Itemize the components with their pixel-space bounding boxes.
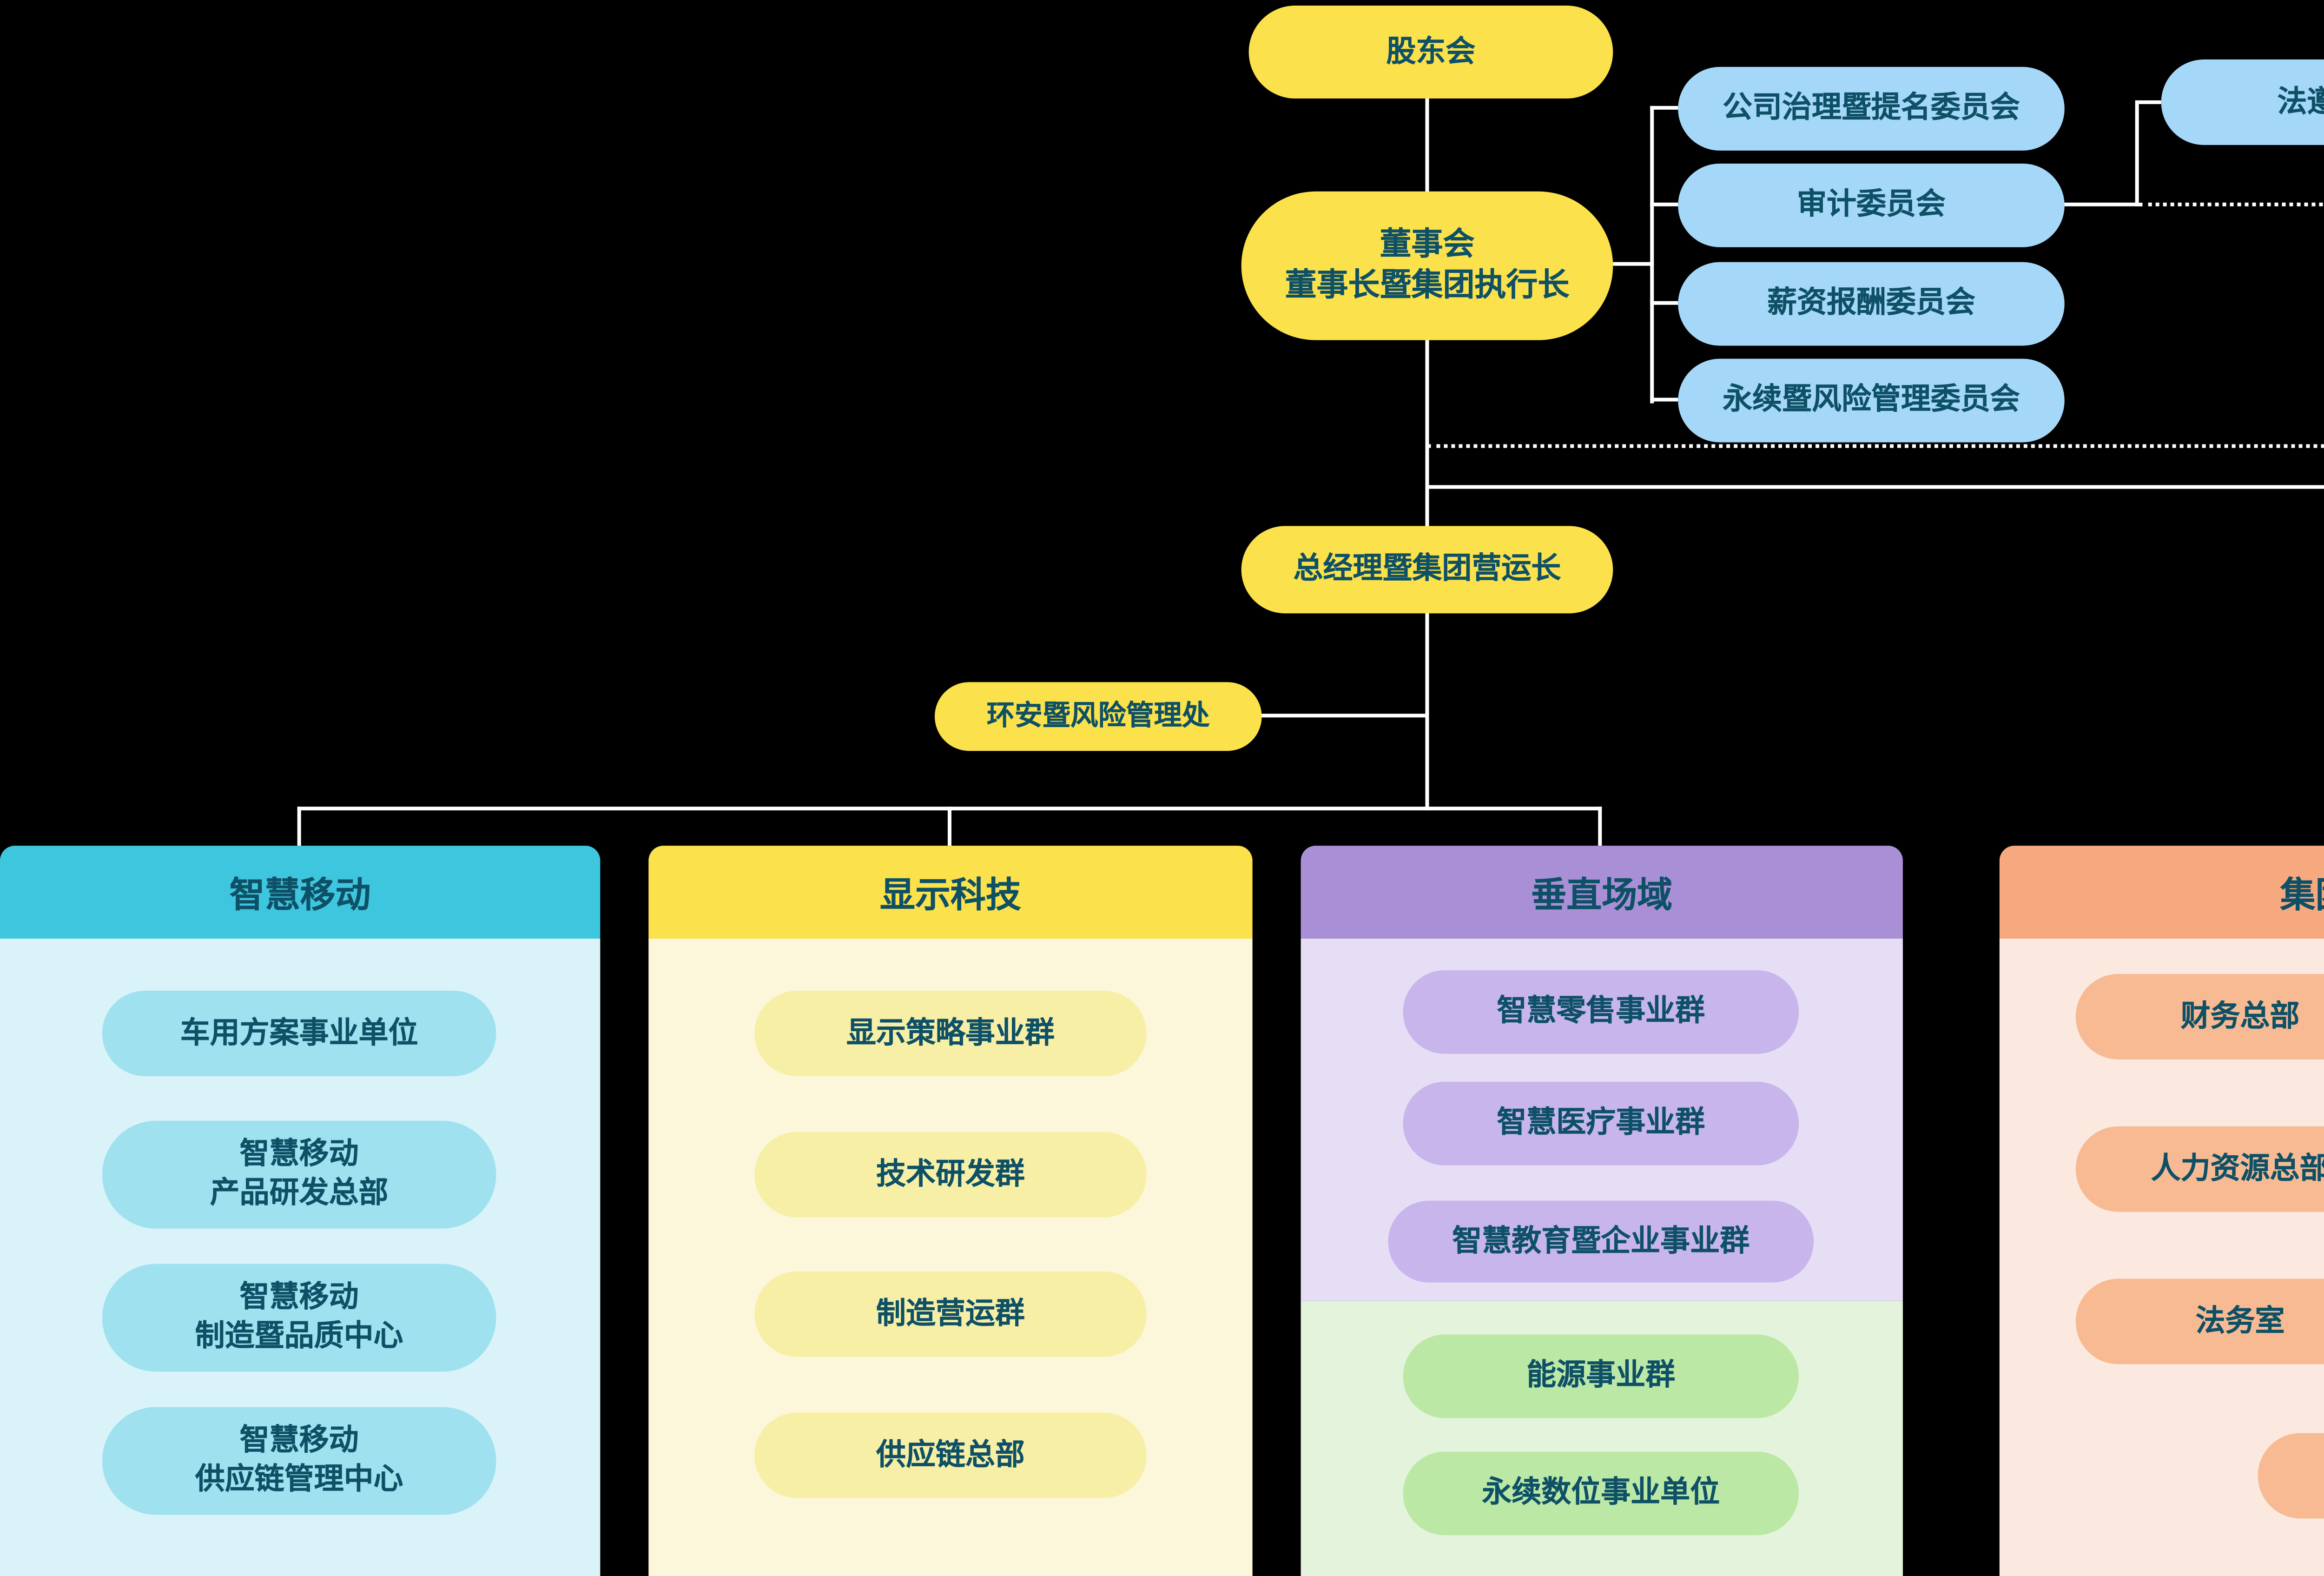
node-coo: 总经理暨集团营运长	[1241, 526, 1613, 614]
connector-board-committees	[1613, 262, 1654, 266]
node-committee-governance: 公司治理暨提名委员会	[1678, 66, 2065, 151]
connector-ehs	[1260, 714, 1427, 718]
node-supply-chain-hq: 供应链总部	[754, 1412, 1147, 1498]
connector-committees-bracket	[1650, 106, 1654, 404]
node-tech-rd: 技术研发群	[754, 1132, 1147, 1218]
node-energy: 能源事业群	[1403, 1334, 1799, 1418]
connector-audit-elbow-v	[2135, 100, 2139, 206]
connector-committee-1	[1650, 106, 1678, 110]
connector-compliance-stub	[2139, 100, 2161, 104]
connector-committee-4	[1650, 397, 1678, 402]
node-compliance-counsel: 法遵总顾问	[2161, 59, 2324, 145]
dotted-audit-right	[2139, 202, 2324, 206]
node-smart-medical: 智慧医疗事业群	[1403, 1081, 1799, 1165]
node-smart-education-enterprise: 智慧教育暨企业事业群	[1388, 1200, 1814, 1283]
connector-committee-3	[1650, 301, 1678, 305]
connector-shareholders-board	[1425, 96, 1429, 195]
connector-committee-2	[1650, 202, 1678, 206]
group-header-smart-mobility: 智慧移动	[0, 846, 601, 939]
node-smart-retail: 智慧零售事业群	[1403, 970, 1799, 1054]
connector-coo-trunk	[1425, 611, 1429, 811]
node-committee-sustainability-risk: 永续暨风险管理委员会	[1678, 358, 2065, 443]
connector-drop-display	[947, 807, 951, 846]
node-ehs-risk: 环安暨风险管理处	[934, 682, 1262, 751]
connector-drop-vertical	[1598, 807, 1602, 846]
node-hr-hq: 人力资源总部	[2075, 1126, 2324, 1212]
node-automotive-solutions: 车用方案事业单位	[102, 990, 496, 1076]
node-mobility-mfg-quality: 智慧移动 制造暨品质中心	[102, 1264, 496, 1372]
connector-support-h	[1427, 485, 2324, 489]
connector-drop-mobility	[297, 807, 301, 846]
node-mobility-rd: 智慧移动 产品研发总部	[102, 1120, 496, 1229]
connector-audit-elbow-h	[2059, 202, 2139, 206]
group-header-operations-support: 集团营运支援单位	[1999, 846, 2324, 939]
node-committee-compensation: 薪资报酬委员会	[1678, 262, 2065, 346]
node-display-strategy: 显示策略事业群	[754, 990, 1147, 1076]
node-board: 董事会 董事长暨集团执行长	[1241, 191, 1613, 340]
dotted-compliance-to-trunk	[1427, 444, 2324, 448]
node-finance-hq: 财务总部	[2075, 973, 2324, 1059]
node-committee-audit: 审计委员会	[1678, 163, 2065, 247]
group-header-vertical-domains: 垂直场域	[1301, 846, 1903, 939]
connector-board-coo	[1425, 338, 1429, 528]
node-sustainable-digital: 永续数位事业单位	[1403, 1451, 1799, 1536]
node-legal-office: 法务室	[2075, 1278, 2324, 1364]
group-header-display-tech: 显示科技	[648, 846, 1253, 939]
node-internal-audit: 稽核管理处	[2258, 1433, 2324, 1519]
node-mobility-supply-chain: 智慧移动 供应链管理中心	[102, 1407, 496, 1515]
node-shareholders: 股东会	[1248, 5, 1613, 99]
node-mfg-operations: 制造营运群	[754, 1271, 1147, 1357]
